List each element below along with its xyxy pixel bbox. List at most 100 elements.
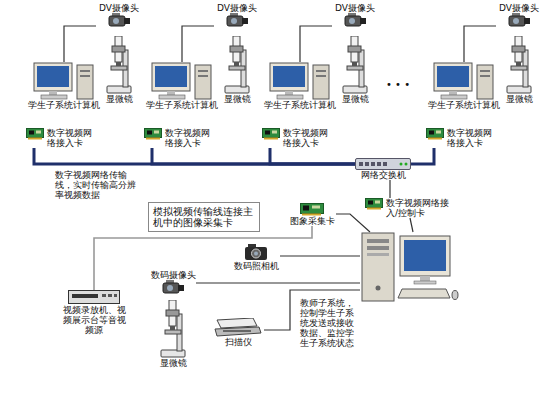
- node-text: 网络交换机: [355, 170, 411, 180]
- mic-drawing: [341, 36, 369, 94]
- node-text: 数码摄像头: [150, 270, 196, 280]
- dv-drawing: [161, 280, 185, 295]
- dv-icon: [214, 13, 260, 28]
- card-drawing: [426, 128, 444, 140]
- text-column: 数字视频网络接入卡: [447, 128, 492, 148]
- card-icon: [426, 128, 444, 140]
- node-text: 显微镜: [158, 358, 188, 368]
- network-card: 数字视频网络接入卡: [26, 128, 92, 148]
- node-text: 扫描仪: [212, 337, 264, 347]
- mic-icon: [504, 36, 534, 94]
- dv-camera: DV摄像头: [96, 3, 142, 28]
- microscope: 显微镜: [340, 36, 370, 104]
- cable-line: [389, 180, 390, 198]
- cable-line: [280, 255, 360, 256]
- node-text: 教师子系统，控制学生子系统发送或接收数据、监控学生子系统状态: [300, 298, 356, 348]
- pc-drawing: [151, 62, 213, 100]
- text-column: 数字视频网络接入卡: [47, 128, 92, 148]
- node-text: 数字视频网络接入/控制卡: [386, 198, 461, 218]
- host-drawing: [360, 232, 460, 304]
- node-text: 数码照相机: [232, 261, 280, 271]
- card-icon: [365, 198, 383, 210]
- student-computer: 学生子系统计算机: [262, 62, 338, 110]
- node-text: 数字视频网络接入卡: [447, 128, 492, 148]
- dv-icon: [96, 13, 142, 28]
- card-drawing: [144, 128, 162, 140]
- student-computer: 学生子系统计算机: [144, 62, 220, 110]
- node-text: DV摄像头: [332, 3, 378, 13]
- sw-drawing: [355, 158, 411, 170]
- dv-camera: DV摄像头: [332, 3, 378, 28]
- microscope: 显微镜: [158, 300, 188, 368]
- node-text: DV摄像头: [214, 3, 260, 13]
- node-text: DV摄像头: [96, 3, 142, 13]
- pc-icon: [26, 62, 102, 100]
- av-source: 视频录放机、视频展示台等音视频源: [60, 290, 128, 335]
- card-drawing: [26, 128, 44, 140]
- vcr-icon: [60, 290, 128, 305]
- pc-icon: [262, 62, 338, 100]
- pc-drawing: [33, 62, 95, 100]
- photo-icon: [232, 244, 280, 261]
- bus-note: 数字视频网络传输线，实时传输高分辨率视频数据: [55, 170, 141, 200]
- node-text: 学生子系统计算机: [26, 100, 102, 110]
- control-card: 数字视频网络接入/控制卡: [365, 198, 461, 218]
- vcr-drawing: [68, 290, 120, 305]
- sw-icon: [355, 158, 411, 170]
- network-card: 数字视频网络接入卡: [144, 128, 210, 148]
- pc-icon: [426, 62, 502, 100]
- network-switch: 网络交换机: [355, 158, 411, 180]
- cable-line: [64, 26, 96, 62]
- mic-drawing: [223, 36, 251, 94]
- card-drawing: [365, 198, 383, 210]
- node-text: 学生子系统计算机: [262, 100, 338, 110]
- network-bus: [411, 148, 434, 164]
- mic-icon: [104, 36, 134, 94]
- dv-drawing: [507, 13, 531, 28]
- microscope: 显微镜: [504, 36, 534, 104]
- node-text: 图象采集卡: [288, 216, 336, 226]
- cable-line: [182, 26, 214, 62]
- node-text: 视频录放机、视频展示台等音视频源: [60, 305, 128, 335]
- network-bus: [34, 148, 355, 164]
- mic-icon: [222, 36, 252, 94]
- text-column: 数字视频网络接入卡: [283, 128, 328, 148]
- cap-drawing: [300, 203, 324, 216]
- mic-drawing: [505, 36, 533, 94]
- network-card: 数字视频网络接入卡: [262, 128, 328, 148]
- digital-camera: 数码照相机: [232, 244, 280, 271]
- node-text: 数字视频网络接入卡: [47, 128, 92, 148]
- cable-line: [196, 282, 360, 283]
- mic-icon: [340, 36, 370, 94]
- teacher-host: 教师子系统，控制学生子系统发送或接收数据、监控学生子系统状态: [360, 232, 460, 304]
- cable-line: [336, 214, 370, 232]
- scan-icon: [212, 318, 264, 337]
- pc-drawing: [269, 62, 331, 100]
- dv-drawing: [225, 13, 249, 28]
- dv-camera: DV摄像头: [214, 3, 260, 28]
- dv-drawing: [107, 13, 131, 28]
- pc-drawing: [433, 62, 495, 100]
- node-text: 显微镜: [504, 94, 534, 104]
- network-bus: [270, 148, 355, 164]
- dv-icon: [496, 13, 542, 28]
- node-text: 数字视频网络接入卡: [283, 128, 328, 148]
- analog-video-wire: [94, 226, 312, 290]
- scan-drawing: [213, 318, 263, 337]
- node-text: 显微镜: [104, 94, 134, 104]
- callout-box: 模拟视频传输线连接主机中的图像采集卡: [148, 202, 260, 232]
- node-text: DV摄像头: [496, 3, 542, 13]
- mic-drawing: [159, 300, 187, 358]
- cap-icon: [288, 203, 336, 216]
- dv-camera: DV摄像头: [496, 3, 542, 28]
- photo-drawing: [244, 244, 268, 261]
- cable-line: [300, 26, 332, 62]
- network-bus: [152, 148, 355, 164]
- card-icon: [262, 128, 280, 140]
- card-drawing: [262, 128, 280, 140]
- network-card: 数字视频网络接入卡: [426, 128, 492, 148]
- node-text: 学生子系统计算机: [426, 100, 502, 110]
- node-text: 模拟视频传输线连接主机中的图像采集卡: [153, 206, 255, 228]
- card-icon: [144, 128, 162, 140]
- host-icon: [360, 232, 460, 304]
